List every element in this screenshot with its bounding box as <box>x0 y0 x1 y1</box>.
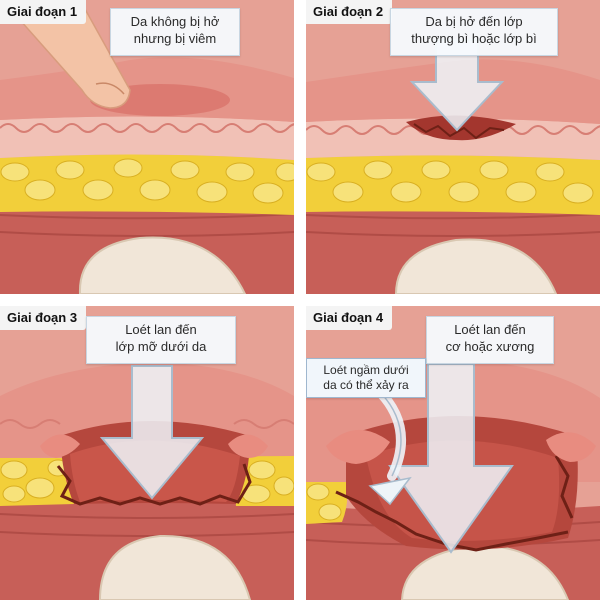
stage-3-label: Giai đoạn 3 <box>0 306 87 330</box>
stage-4-panel: Giai đoạn 4 Loét lan đến cơ hoặc xương L… <box>306 306 600 600</box>
stage-4-illustration <box>306 306 600 600</box>
stage-4-undermining-line-2: da có thể xảy ra <box>323 378 409 392</box>
stage-2-callout-line-2: thượng bì hoặc lớp bì <box>411 31 537 46</box>
stage-1-callout-line-2: nhưng bị viêm <box>133 31 217 46</box>
stage-3-callout-line-2: lớp mỡ dưới da <box>115 339 207 354</box>
stage-3-callout-line-1: Loét lan đến <box>125 322 197 337</box>
stage-4-undermining-callout: Loét ngầm dưới da có thể xảy ra <box>306 358 426 398</box>
stage-3-panel: Giai đoạn 3 Loét lan đến lớp mỡ dưới da <box>0 306 294 600</box>
stage-4-callout-line-2: cơ hoặc xương <box>445 339 535 354</box>
stage-2-label: Giai đoạn 2 <box>306 0 393 24</box>
stage-4-callout: Loét lan đến cơ hoặc xương <box>426 316 554 364</box>
stage-2-callout: Da bị hở đến lớp thượng bì hoặc lớp bì <box>390 8 558 56</box>
stage-2-callout-line-1: Da bị hở đến lớp <box>425 14 523 29</box>
stage-1-label: Giai đoạn 1 <box>0 0 87 24</box>
stage-1-panel: Giai đoạn 1 Da không bị hở nhưng bị viêm <box>0 0 294 294</box>
stage-1-callout: Da không bị hở nhưng bị viêm <box>110 8 240 56</box>
stage-4-label: Giai đoạn 4 <box>306 306 393 330</box>
stage-1-callout-line-1: Da không bị hở <box>130 14 220 29</box>
stage-4-undermining-line-1: Loét ngầm dưới <box>323 363 409 377</box>
stage-2-panel: Giai đoạn 2 Da bị hở đến lớp thượng bì h… <box>306 0 600 294</box>
stage-3-callout: Loét lan đến lớp mỡ dưới da <box>86 316 236 364</box>
stage-4-callout-line-1: Loét lan đến <box>454 322 526 337</box>
